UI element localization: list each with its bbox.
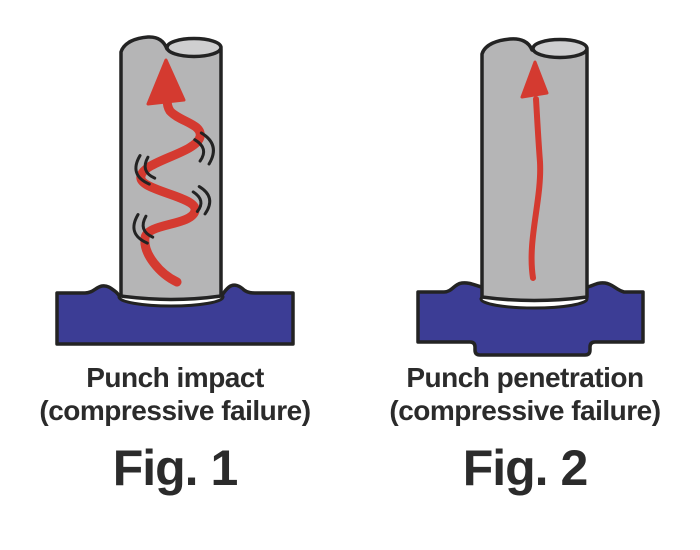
figure-label: Fig. 1 — [112, 440, 239, 496]
figure-label: Fig. 2 — [462, 440, 589, 496]
penetration-arrow — [528, 96, 544, 281]
punch-cylinder — [480, 37, 589, 303]
figure-1-panel: Punch impact (compressive failure) Fig. … — [39, 35, 311, 496]
figure-caption-line1: Punch impact — [86, 362, 264, 393]
punch-top-face — [165, 36, 223, 59]
punch-top-face — [531, 37, 589, 60]
figure-caption-line2: (compressive failure) — [39, 395, 311, 426]
figure-caption-line2: (compressive failure) — [389, 395, 661, 426]
penetration-arrowhead — [520, 60, 549, 99]
figure-2-caption: Punch penetration (compressive failure) — [389, 361, 661, 427]
punch-impact-drawing — [55, 35, 295, 346]
vibration-marks — [132, 131, 215, 245]
shockwave-arrow — [136, 94, 205, 287]
figure-1-caption: Punch impact (compressive failure) — [39, 361, 311, 427]
punch-penetration-drawing — [416, 37, 645, 357]
figure-2-panel: Punch penetration (compressive failure) … — [350, 0, 700, 550]
figure-caption-line1: Punch penetration — [406, 362, 644, 393]
shockwave-arrowhead — [146, 58, 186, 106]
